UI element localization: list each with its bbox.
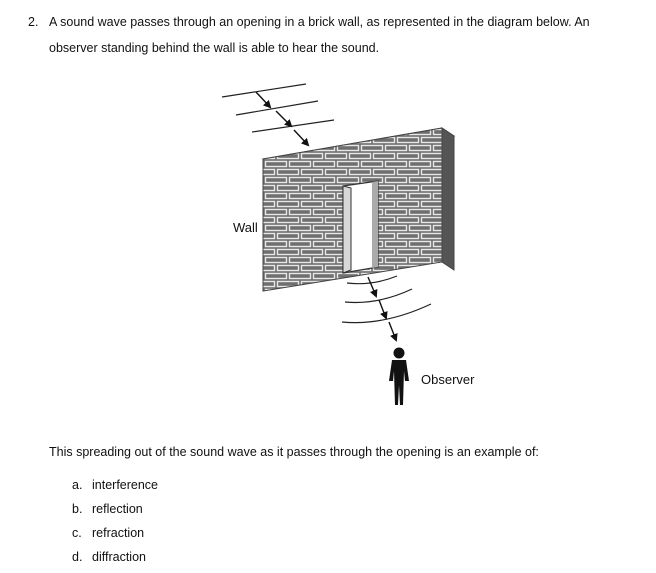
choice-letter: c.: [72, 526, 82, 540]
choice-text: interference: [92, 478, 159, 492]
question-number: 2.: [28, 15, 39, 29]
answer-choices: a. interference b. reflection c. refract…: [72, 477, 158, 573]
choice-text: refraction: [92, 526, 145, 540]
choice-c[interactable]: c. refraction: [72, 525, 158, 549]
choice-a[interactable]: a. interference: [72, 477, 158, 501]
choice-b[interactable]: b. reflection: [72, 501, 158, 525]
choice-letter: b.: [72, 502, 83, 516]
question-prompt: This spreading out of the sound wave as …: [49, 445, 539, 459]
brick-wall: [261, 127, 456, 292]
question-text: A sound wave passes through an opening i…: [49, 15, 590, 55]
incident-wavefronts: [221, 83, 335, 133]
observer-label: Observer: [421, 372, 475, 387]
wall-label: Wall: [233, 220, 258, 235]
choice-letter: d.: [72, 550, 83, 564]
observer-figure: [389, 347, 409, 405]
question-block: 2. A sound wave passes through an openin…: [28, 9, 638, 61]
diffracted-wavefronts: [341, 275, 432, 324]
choice-letter: a.: [72, 478, 83, 492]
choice-d[interactable]: d. diffraction: [72, 549, 158, 573]
transmitted-ray: [367, 276, 398, 342]
incident-ray: [255, 91, 310, 147]
choice-text: diffraction: [92, 550, 146, 564]
choice-text: reflection: [92, 502, 143, 516]
